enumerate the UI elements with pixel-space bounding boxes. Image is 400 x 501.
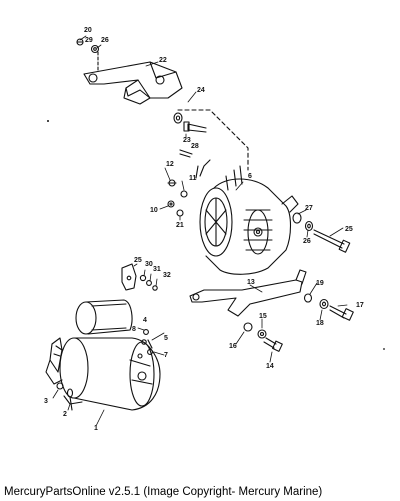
washer-and-bolt — [173, 112, 207, 158]
callout-2: 2 — [63, 411, 67, 418]
callout-1: 1 — [94, 425, 98, 432]
screw-and-washer-top — [76, 38, 100, 54]
alternator — [195, 159, 299, 275]
callout-24: 24 — [197, 87, 205, 94]
callout-19: 19 — [316, 280, 324, 287]
callout-30: 30 — [145, 261, 153, 268]
callout-labels: 1 2 3 4 5 6 7 8 10 11 12 13 14 15 16 17 … — [44, 27, 364, 432]
callout-15: 15 — [259, 313, 267, 320]
callout-26-top: 26 — [101, 37, 109, 44]
callout-32: 32 — [163, 272, 171, 279]
callout-4: 4 — [143, 317, 147, 324]
starter-hardware — [56, 329, 153, 411]
callout-20: 20 — [84, 27, 92, 34]
callout-5: 5 — [164, 335, 168, 342]
callout-22: 22 — [159, 57, 167, 64]
alternator-hardware — [167, 179, 188, 217]
callout-18: 18 — [316, 320, 324, 327]
callout-29: 29 — [85, 37, 93, 44]
terminal-hardware — [121, 263, 158, 291]
callout-25-bolt: 25 — [345, 226, 353, 233]
through-bolt-set — [292, 212, 351, 253]
callout-7: 7 — [164, 352, 168, 359]
callout-28: 28 — [191, 143, 199, 150]
strap-bolt-set — [303, 293, 354, 321]
callout-16: 16 — [229, 343, 237, 350]
callout-25-terminal: 25 — [134, 257, 142, 264]
callout-11: 11 — [189, 175, 197, 182]
callout-6: 6 — [248, 173, 252, 180]
copyright-caption: MercuryPartsOnline v2.5.1 (Image Copyrig… — [4, 486, 323, 498]
leader-lines — [52, 35, 348, 427]
callout-14: 14 — [266, 363, 274, 370]
callout-21: 21 — [176, 222, 184, 229]
callout-26-right: 26 — [303, 238, 311, 245]
callout-10: 10 — [150, 207, 158, 214]
callout-13: 13 — [247, 279, 255, 286]
callout-8: 8 — [132, 326, 136, 333]
callout-17: 17 — [356, 302, 364, 309]
callout-12: 12 — [166, 161, 174, 168]
mounting-bracket — [83, 61, 183, 105]
callout-31: 31 — [153, 266, 161, 273]
callout-23: 23 — [183, 137, 191, 144]
callout-3: 3 — [44, 398, 48, 405]
strap-lower-bolt-set — [243, 322, 283, 352]
callout-27: 27 — [305, 205, 313, 212]
parts-diagram: 1 2 3 4 5 6 7 8 10 11 12 13 14 15 16 17 … — [44, 27, 385, 432]
adjusting-strap — [189, 269, 307, 317]
